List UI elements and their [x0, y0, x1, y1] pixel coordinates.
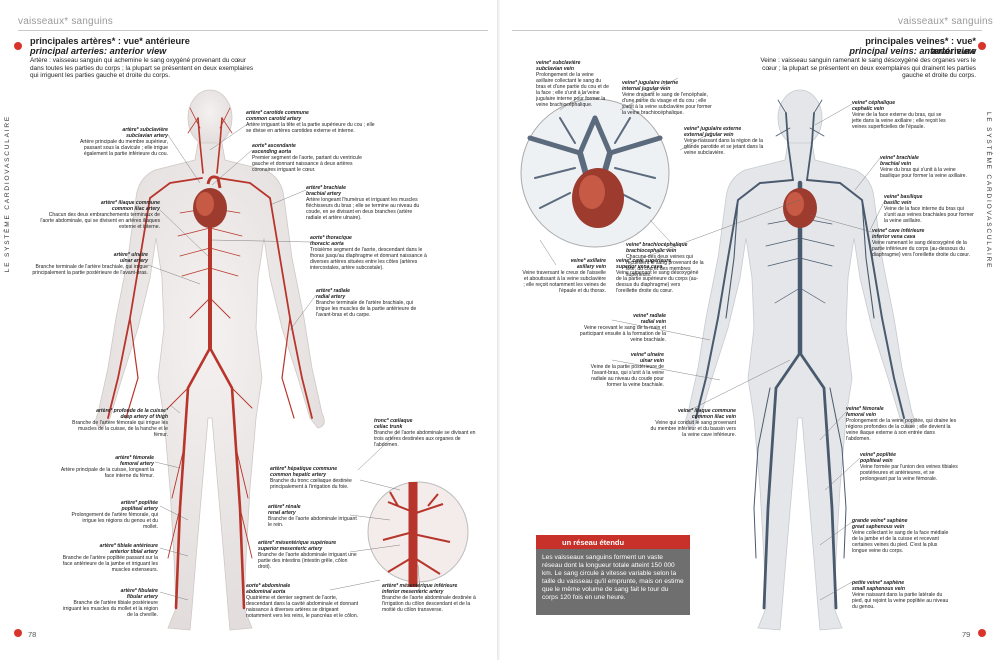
info-box-text: Les vaisseaux sanguins forment un vaste … [536, 549, 690, 615]
page-title-english: principal arteries: anterior view [30, 46, 167, 56]
running-head: vaisseaux* sanguins [898, 16, 993, 27]
header-rule [18, 30, 488, 31]
leader-lines [147, 124, 421, 601]
info-box-title: un réseau étendu [536, 535, 690, 549]
page-number: 78 [28, 630, 37, 639]
artery-network [107, 107, 313, 610]
page-marker-icon [978, 629, 986, 637]
intro-text: Veine : vaisseau sanguin ramenant le san… [760, 57, 976, 80]
leader-lines [539, 77, 886, 601]
arterial-system-illustration [95, 89, 325, 631]
label-deep-thigh-artery: artère* profonde de la cuisse*deep arter… [72, 408, 168, 438]
heart-icon [193, 175, 227, 228]
section-marker-icon [14, 42, 22, 50]
heart-veins-inset [520, 98, 670, 248]
page-number: 79 [962, 630, 971, 639]
page-title: principales artères* : vue* antérieure [30, 36, 190, 46]
page-title: principales veines* : vue* antérieure [865, 36, 976, 56]
running-head: vaisseaux* sanguins [18, 16, 113, 27]
side-title: LE SYSTÈME CARDIOVASCULAIRE [985, 112, 992, 270]
page-title-english: principal veins: anterior view [849, 46, 976, 56]
heart-icon [783, 188, 817, 228]
celiac-trunk-inset [367, 481, 469, 587]
page-marker-icon [14, 629, 22, 637]
left-page: vaisseaux* sanguins LE SYSTÈME CARDIOVAS… [4, 16, 488, 639]
intro-text: Artère : vaisseau sanguin qui achemine l… [30, 57, 254, 80]
vein-network [695, 99, 905, 610]
venous-system-illustration [685, 89, 915, 631]
body-silhouette [685, 89, 915, 631]
section-marker-icon [978, 42, 986, 50]
header-rule [512, 30, 982, 31]
